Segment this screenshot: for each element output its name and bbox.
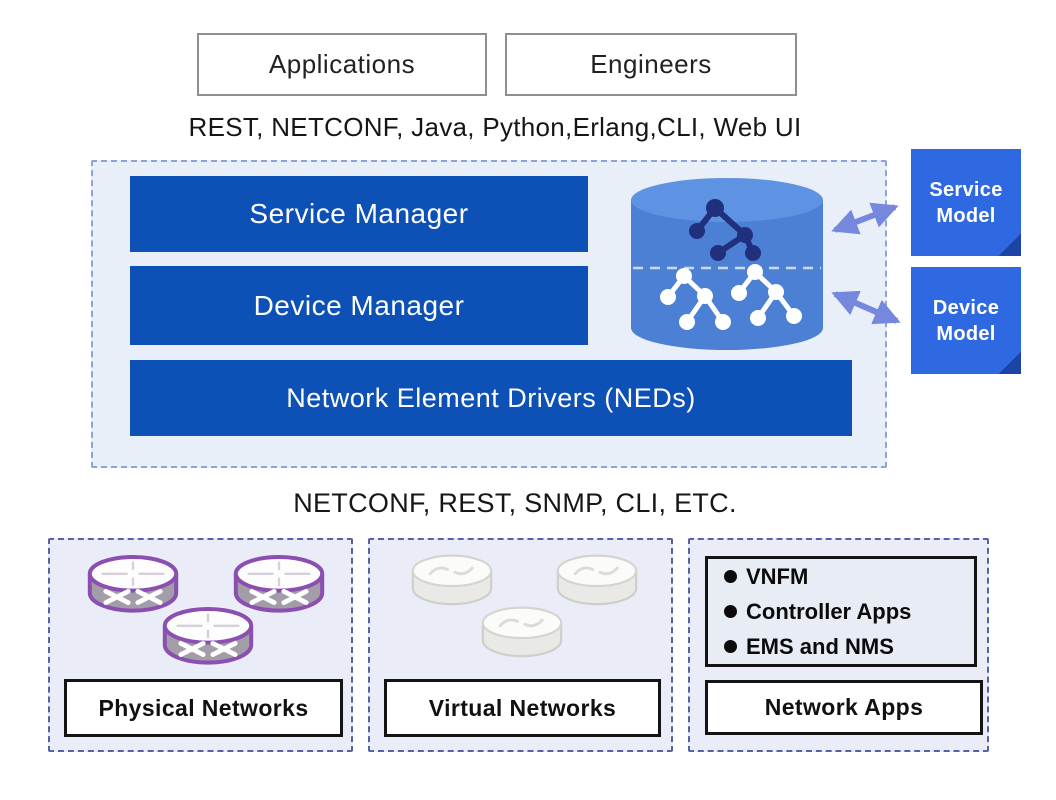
bullet-icon xyxy=(724,605,737,618)
virtual-router-icon xyxy=(411,554,493,606)
device-tree-icon xyxy=(660,264,802,330)
virtual-router-icon xyxy=(481,606,563,658)
device-model-label: Device Model xyxy=(932,296,1000,345)
service-model-arrow-icon xyxy=(831,202,899,235)
device-model-arrow-icon xyxy=(831,290,901,325)
apps-item-label: EMS and NMS xyxy=(746,633,894,659)
apps-item-label: Controller Apps xyxy=(746,598,912,624)
network-apps-list: VNFM Controller Apps EMS and NMS xyxy=(705,556,977,667)
physical-networks-label: Physical Networks xyxy=(98,694,309,721)
applications-label: Applications xyxy=(268,49,416,79)
list-item: VNFM xyxy=(724,564,974,590)
service-tree-icon xyxy=(689,199,761,261)
apps-item-label: VNFM xyxy=(746,563,809,589)
model-link-arrows xyxy=(831,202,901,325)
physical-networks-label-box: Physical Networks xyxy=(64,679,343,737)
service-manager-box: Service Manager xyxy=(130,176,588,252)
physical-router-icon xyxy=(162,607,254,665)
device-manager-label: Device Manager xyxy=(253,289,465,321)
list-item: Controller Apps xyxy=(724,599,974,625)
config-database-cylinder-icon xyxy=(631,178,823,350)
virtual-networks-label-box: Virtual Networks xyxy=(384,679,661,737)
applications-box: Applications xyxy=(197,33,487,96)
physical-router-icon xyxy=(87,555,179,613)
virtual-networks-label: Virtual Networks xyxy=(428,694,617,721)
list-item: EMS and NMS xyxy=(724,634,974,660)
neds-box: Network Element Drivers (NEDs) xyxy=(130,360,852,436)
service-model-note: Service Model xyxy=(911,149,1021,256)
neds-label: Network Element Drivers (NEDs) xyxy=(286,382,696,413)
engineers-label: Engineers xyxy=(590,49,712,79)
device-manager-box: Device Manager xyxy=(130,266,588,345)
bullet-icon xyxy=(724,640,737,653)
network-apps-label: Network Apps xyxy=(764,694,924,720)
virtual-router-icon xyxy=(556,554,638,606)
service-manager-label: Service Manager xyxy=(249,198,469,229)
engineers-box: Engineers xyxy=(505,33,797,96)
device-model-note: Device Model xyxy=(911,267,1021,374)
northbound-protocols-text: REST, NETCONF, Java, Python,Erlang,CLI, … xyxy=(188,112,802,142)
physical-router-icon xyxy=(233,555,325,613)
service-model-label: Service Model xyxy=(929,178,1003,227)
southbound-protocols-text: NETCONF, REST, SNMP, CLI, ETC. xyxy=(293,488,737,518)
bullet-icon xyxy=(724,570,737,583)
network-apps-label-box: Network Apps xyxy=(705,680,983,735)
